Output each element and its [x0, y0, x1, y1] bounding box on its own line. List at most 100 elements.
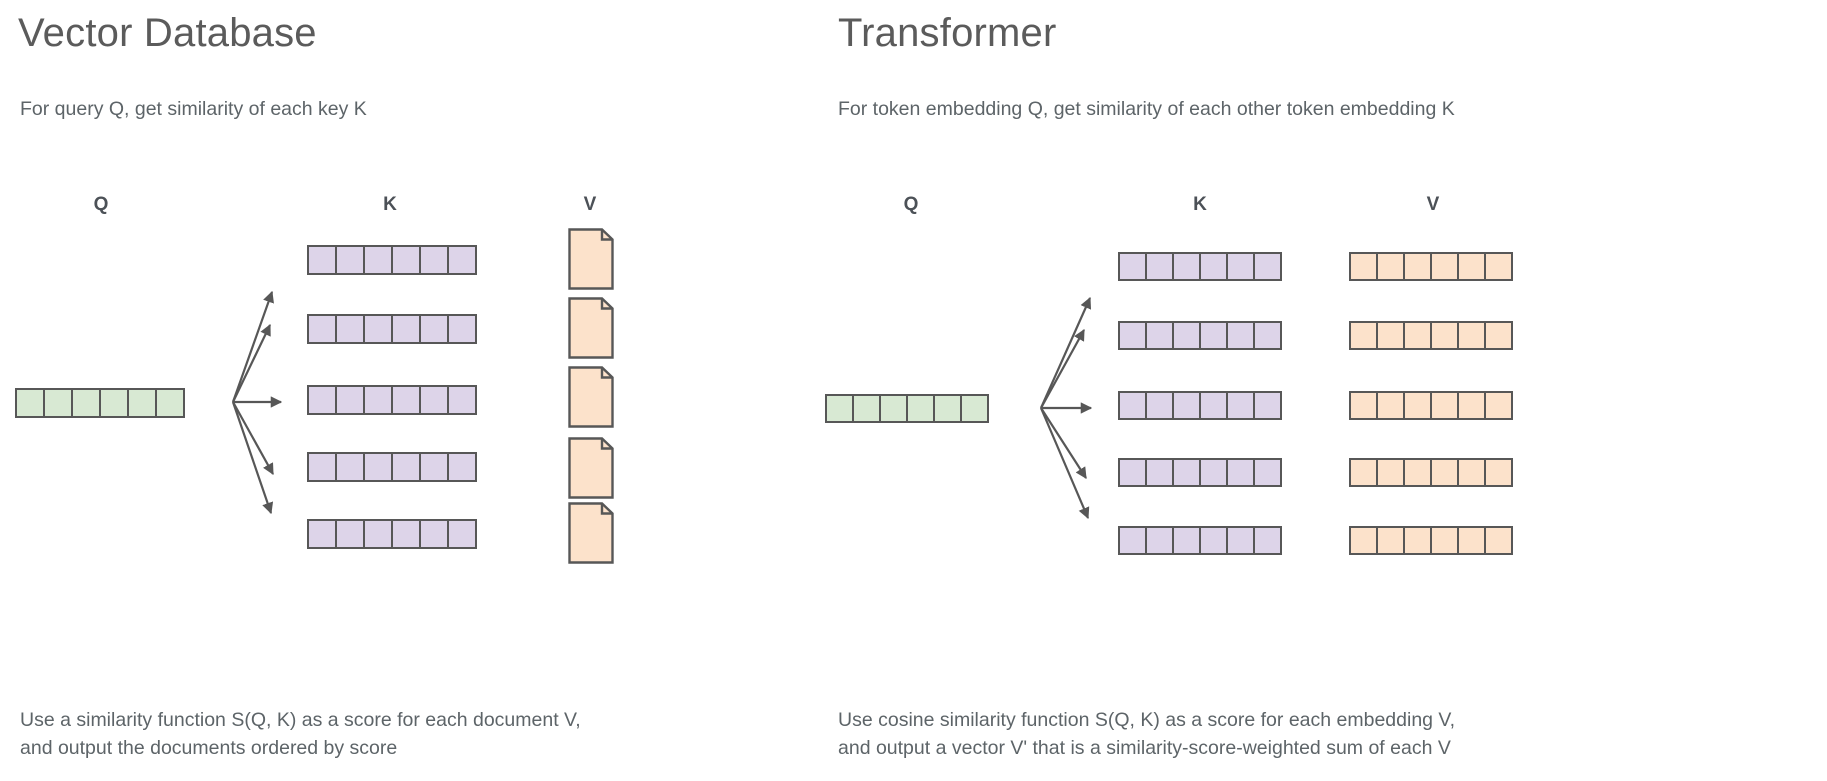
vector-cell	[307, 519, 337, 549]
vector-cell	[1430, 321, 1459, 350]
vector-cell	[363, 385, 393, 415]
vector-cell	[1118, 321, 1147, 350]
vector-cell	[1430, 391, 1459, 420]
vector-cell	[1199, 321, 1228, 350]
vector-cell	[1376, 526, 1405, 555]
value-vector-row	[1349, 391, 1513, 420]
vector-cell	[1403, 526, 1432, 555]
vector-cell	[1253, 458, 1282, 487]
vector-cell	[906, 394, 935, 423]
vector-cell	[960, 394, 989, 423]
page-title-transformer: Transformer	[838, 11, 1057, 55]
vector-cell	[363, 519, 393, 549]
vector-cell	[1403, 252, 1432, 281]
column-label-q: Q	[93, 194, 109, 215]
value-vector-row	[1349, 252, 1513, 281]
vector-cell	[1118, 391, 1147, 420]
column-label-k: K	[1193, 194, 1207, 215]
key-vector-row	[307, 452, 477, 482]
vector-cell	[335, 385, 365, 415]
vector-cell	[1349, 252, 1378, 281]
vector-cell	[1349, 321, 1378, 350]
key-vector-row	[1118, 391, 1282, 420]
vector-cell	[1118, 526, 1147, 555]
vector-cell	[447, 519, 477, 549]
vector-cell	[1199, 252, 1228, 281]
vector-cell	[1484, 526, 1513, 555]
panel-transformer: Transformer For token embedding Q, get s…	[818, 0, 1827, 781]
vector-cell	[1226, 526, 1255, 555]
vector-cell	[1145, 252, 1174, 281]
vector-cell	[1199, 526, 1228, 555]
vector-cell	[335, 245, 365, 275]
vector-cell	[1172, 458, 1201, 487]
vector-cell	[307, 385, 337, 415]
column-label-q: Q	[903, 194, 919, 215]
vector-cell	[1199, 391, 1228, 420]
vector-cell	[1253, 321, 1282, 350]
vector-cell	[1376, 321, 1405, 350]
vector-cell	[391, 385, 421, 415]
key-vector-row	[1118, 458, 1282, 487]
vector-cell	[1349, 391, 1378, 420]
vector-cell	[1484, 252, 1513, 281]
vector-cell	[307, 245, 337, 275]
key-vector-row	[307, 385, 477, 415]
vector-cell	[1226, 321, 1255, 350]
vector-cell	[447, 245, 477, 275]
vector-cell	[419, 385, 449, 415]
panel-subtitle-transformer: For token embedding Q, get similarity of…	[838, 98, 1455, 120]
vector-cell	[879, 394, 908, 423]
query-vector	[15, 388, 185, 418]
vector-cell	[1118, 458, 1147, 487]
vector-cell	[852, 394, 881, 423]
value-document-icon	[568, 437, 614, 499]
vector-cell	[1376, 391, 1405, 420]
vector-cell	[391, 314, 421, 344]
key-vector-row	[1118, 526, 1282, 555]
vector-cell	[1484, 391, 1513, 420]
vector-cell	[43, 388, 73, 418]
vector-cell	[447, 314, 477, 344]
vector-cell	[363, 452, 393, 482]
value-vector-row	[1349, 321, 1513, 350]
page-title-vector-database: Vector Database	[18, 11, 317, 55]
vector-cell	[1145, 391, 1174, 420]
panel-subtitle-vector-database: For query Q, get similarity of each key …	[20, 98, 367, 120]
vector-cell	[127, 388, 157, 418]
vector-cell	[1484, 321, 1513, 350]
vector-cell	[1457, 391, 1486, 420]
vector-cell	[1172, 321, 1201, 350]
vector-cell	[335, 314, 365, 344]
vector-cell	[391, 245, 421, 275]
vector-cell	[363, 245, 393, 275]
key-vector-row	[307, 314, 477, 344]
vector-cell	[1484, 458, 1513, 487]
vector-cell	[15, 388, 45, 418]
value-document-icon	[568, 366, 614, 428]
column-label-v: V	[583, 194, 597, 215]
value-document-icon	[568, 228, 614, 290]
vector-cell	[1403, 458, 1432, 487]
vector-cell	[335, 452, 365, 482]
vector-cell	[1172, 526, 1201, 555]
panel-caption-transformer: Use cosine similarity function S(Q, K) a…	[838, 709, 1456, 759]
vector-cell	[447, 385, 477, 415]
vector-cell	[363, 314, 393, 344]
key-vector-row	[307, 245, 477, 275]
vector-cell	[1457, 321, 1486, 350]
vector-cell	[419, 314, 449, 344]
vector-cell	[1403, 391, 1432, 420]
vector-cell	[1376, 458, 1405, 487]
vector-cell	[1376, 252, 1405, 281]
vector-cell	[1349, 526, 1378, 555]
vector-cell	[99, 388, 129, 418]
vector-cell	[1145, 526, 1174, 555]
value-document-icon	[568, 297, 614, 359]
key-vector-row	[307, 519, 477, 549]
vector-cell	[1457, 526, 1486, 555]
key-vector-row	[1118, 321, 1282, 350]
vector-cell	[1253, 252, 1282, 281]
vector-cell	[1226, 252, 1255, 281]
vector-cell	[1118, 252, 1147, 281]
